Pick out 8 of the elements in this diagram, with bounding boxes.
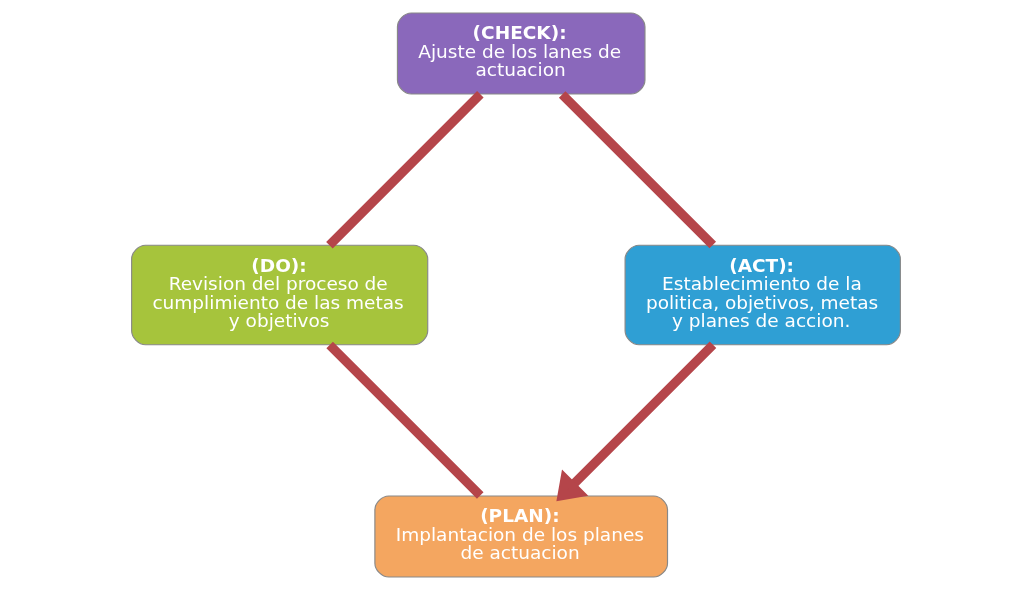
connector bbox=[325, 341, 483, 499]
node-box: (DO): Revision del proceso de cumplimiento de las metas y objetivos bbox=[130, 244, 428, 346]
node-box: (CHECK): Ajuste de los lanes de actuacion bbox=[396, 12, 646, 95]
arrow bbox=[555, 341, 716, 502]
node-box: (ACT): Establecimiento de la politica, objetivos, metas y planes de accion. bbox=[624, 244, 901, 346]
connector bbox=[325, 91, 484, 249]
connector bbox=[558, 91, 716, 249]
node-box: (PLAN): Implantacion de los planes de actuacion bbox=[373, 495, 668, 578]
